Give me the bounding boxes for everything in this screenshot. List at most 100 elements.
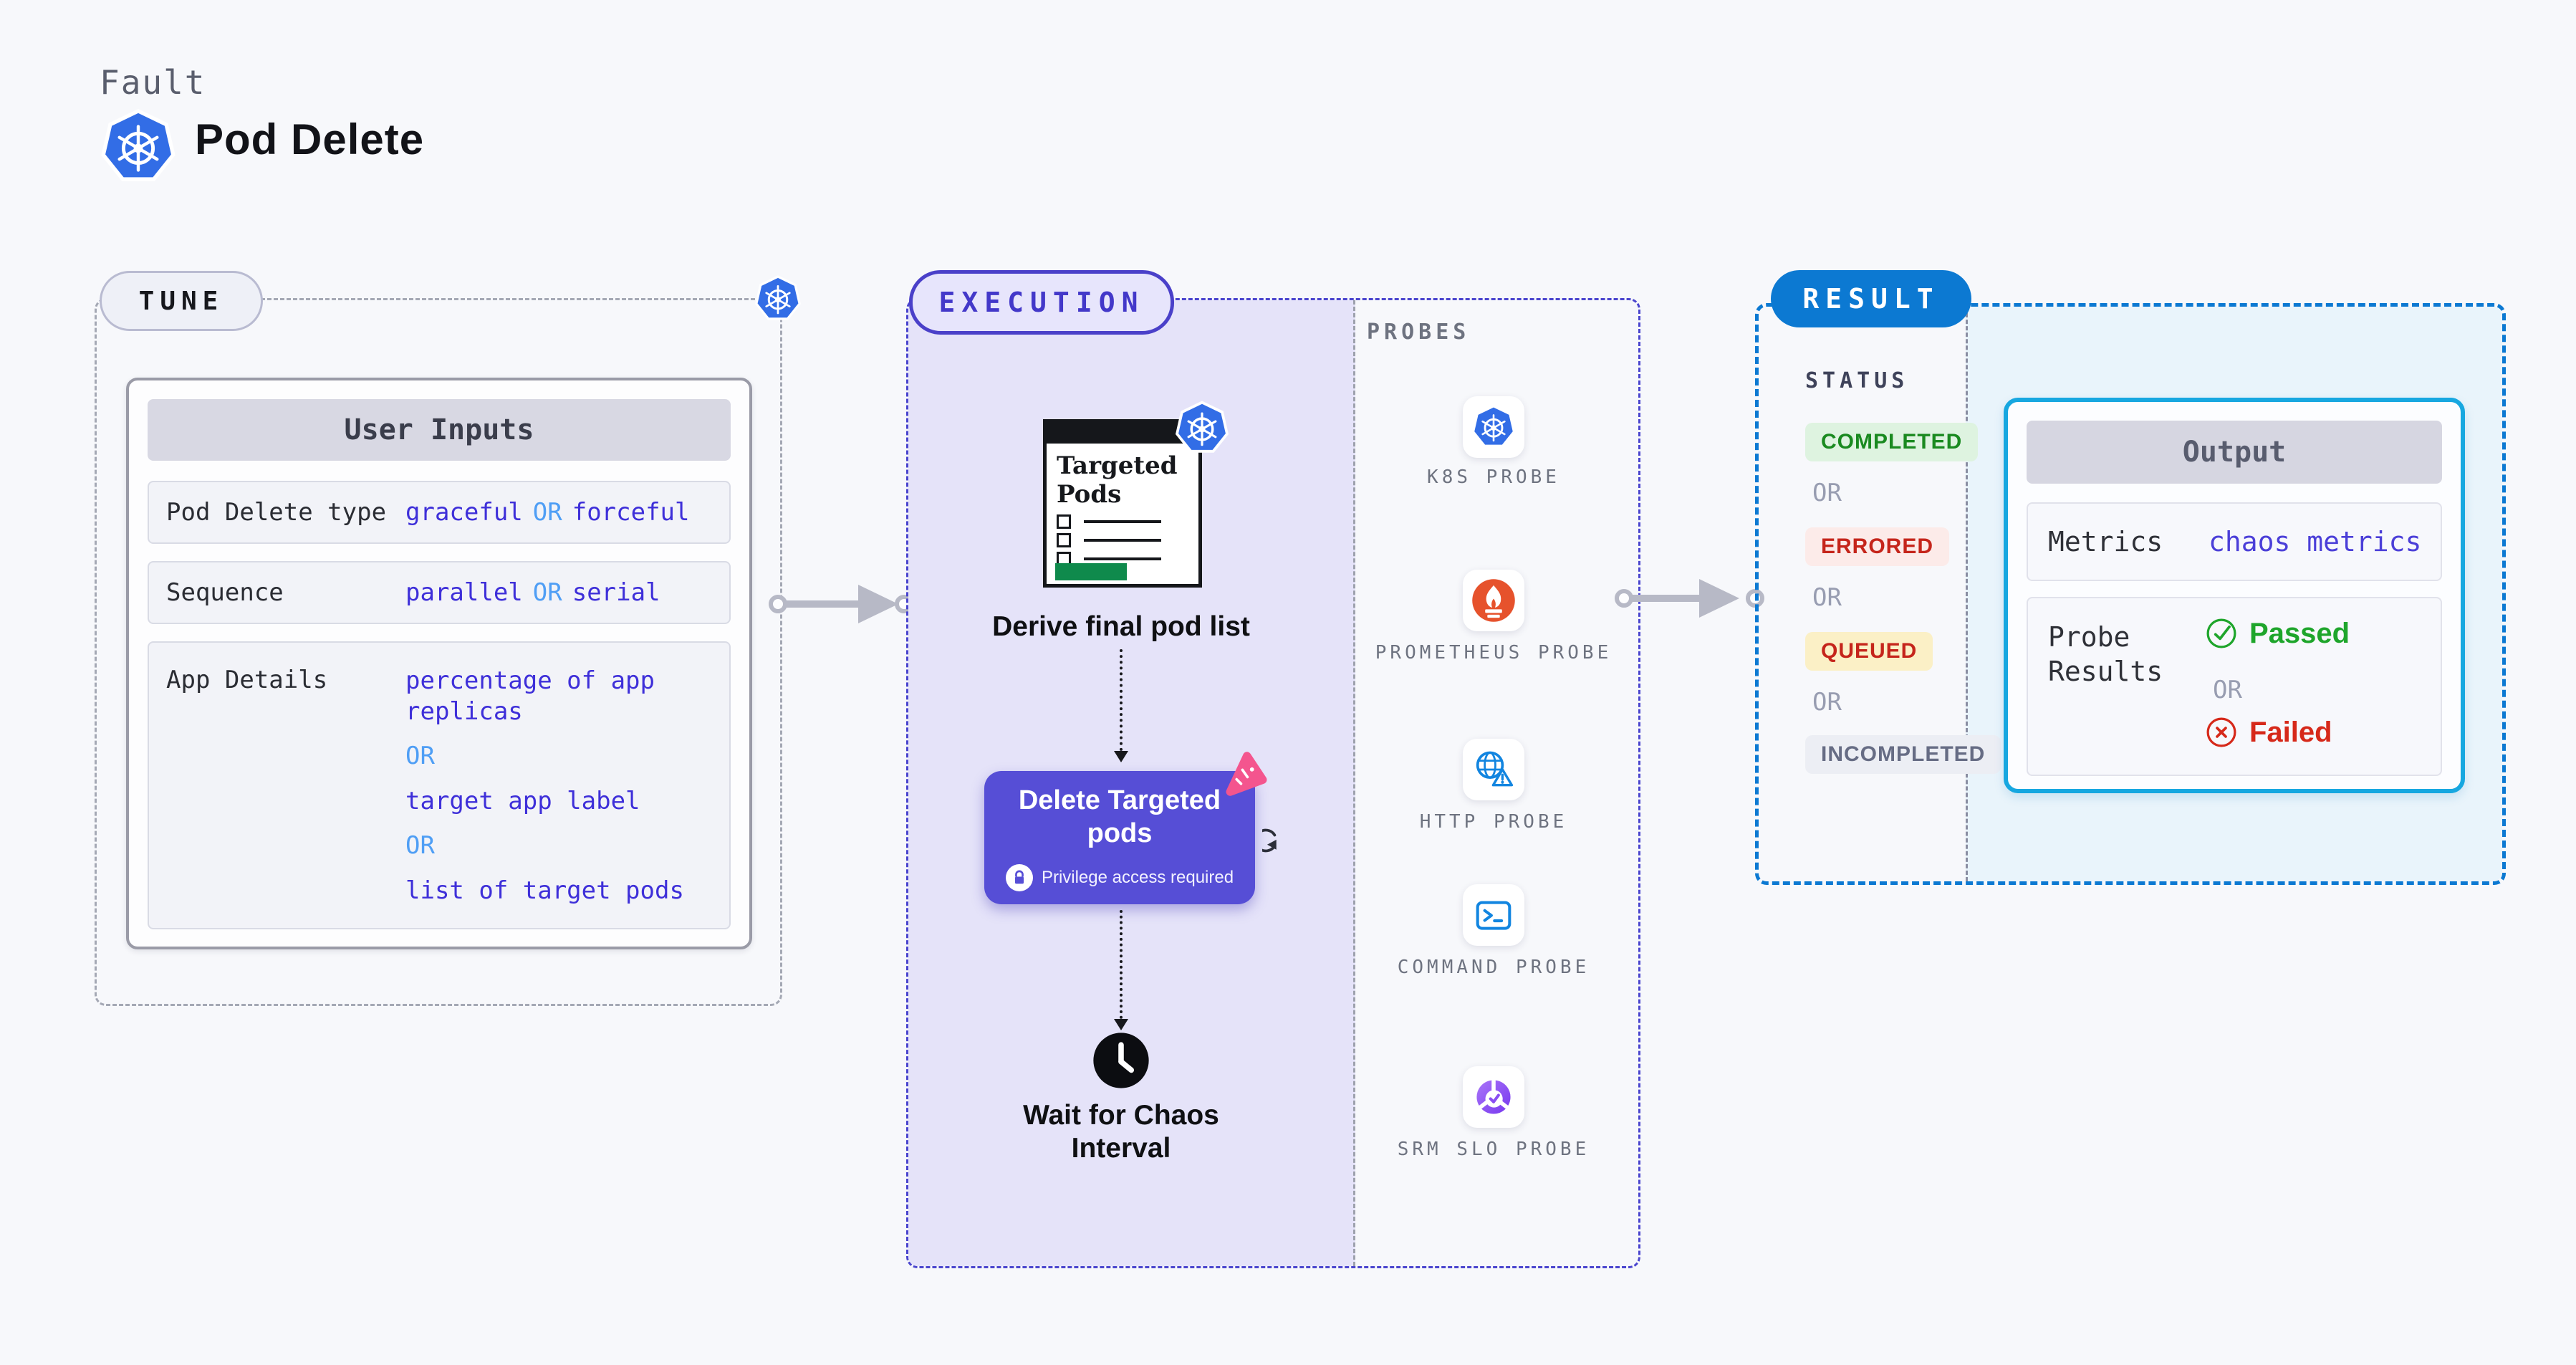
arrowhead-icon (858, 585, 898, 623)
probe-result-failed: Failed (2205, 716, 2332, 749)
output-row-probe-results: Probe Results Passed OR Failed (2027, 597, 2442, 776)
step-derive-pod-list: Derive final pod list (992, 611, 1250, 642)
checkbox-icon (1057, 533, 1071, 547)
probe-label: SRM SLO PROBE (1397, 1139, 1590, 1160)
execution-pill: EXECUTION (909, 270, 1174, 335)
kubernetes-icon (1471, 404, 1516, 450)
page-title: Pod Delete (195, 115, 425, 163)
value-option: list of target pods (405, 876, 684, 905)
clock-icon (1091, 1030, 1151, 1091)
value-option: forceful (572, 498, 690, 527)
card-title-bar (1046, 422, 1199, 444)
probes-title: PROBES (1367, 320, 1471, 345)
status-title: STATUS (1805, 368, 1909, 393)
arrow-line (1631, 595, 1700, 602)
value-option: target app label (405, 786, 640, 815)
or-separator: OR (1812, 688, 1842, 717)
output-row-metrics: Metrics chaos metrics (2027, 502, 2442, 581)
or-separator: OR (405, 831, 435, 860)
result-pill: RESULT (1771, 270, 1971, 327)
flow-connector (1120, 910, 1123, 1019)
probe-label: K8S PROBE (1427, 466, 1560, 488)
targeted-pods-title: Targeted Pods (1057, 451, 1178, 509)
result-pill-label: RESULT (1802, 283, 1940, 315)
value-option: graceful (405, 498, 523, 527)
arrowhead-icon (1699, 579, 1739, 618)
input-row-app-details: App Details percentage of app replicas O… (148, 641, 731, 929)
status-badge-errored: ERRORED (1805, 527, 1950, 566)
row-value: parallel OR serial (405, 562, 660, 623)
user-inputs-header: User Inputs (148, 399, 731, 461)
green-bar (1055, 563, 1127, 580)
output-card: Output Metrics chaos metrics Probe Resul… (2004, 398, 2465, 793)
or-separator: OR (1812, 583, 1842, 612)
row-label: Sequence (166, 578, 284, 607)
status-badge-completed: COMPLETED (1805, 423, 1979, 461)
input-row-sequence: Sequence parallel OR serial (148, 561, 731, 624)
privilege-note-text: Privilege access required (1041, 868, 1234, 887)
or-separator: OR (532, 578, 562, 607)
checkbox-icon (1057, 514, 1071, 529)
arrowhead-icon (1114, 1019, 1128, 1030)
value-option: serial (572, 578, 660, 607)
probe-tile-k8s (1463, 396, 1524, 458)
delete-targeted-pods-node: Delete Targeted pods Privilege access re… (984, 771, 1255, 904)
probe-tile-command (1463, 884, 1524, 946)
probe-label: COMMAND PROBE (1397, 957, 1590, 978)
check-circle-icon (2205, 617, 2238, 650)
probe-tile-http (1463, 739, 1524, 800)
user-inputs-title: User Inputs (344, 413, 534, 446)
row-label: Pod Delete type (166, 498, 387, 527)
tune-pill-label: TUNE (138, 286, 224, 316)
action-title: Delete Targeted pods (1018, 785, 1221, 848)
passed-text: Passed (2249, 617, 2350, 649)
status-badge-queued: QUEUED (1805, 632, 1933, 671)
value-option: percentage of app replicas (405, 666, 655, 726)
probe-label: HTTP PROBE (1419, 811, 1568, 833)
metrics-label: Metrics (2048, 526, 2163, 557)
or-separator: OR (405, 742, 435, 770)
output-title: Output (2182, 436, 2287, 469)
step-wait-chaos-interval: Wait for Chaos Interval (1023, 1100, 1219, 1164)
terminal-icon (1471, 892, 1516, 938)
prometheus-icon (1471, 578, 1516, 623)
or-separator: OR (2213, 676, 2242, 704)
tune-group (95, 298, 782, 1006)
arrow-line (785, 600, 860, 608)
metrics-value: chaos metrics (2209, 526, 2422, 557)
failed-text: Failed (2249, 716, 2332, 748)
globe-alert-icon (1471, 747, 1516, 792)
probe-result-passed: Passed (2205, 617, 2350, 650)
value-option: parallel (405, 578, 523, 607)
kubernetes-icon (754, 274, 802, 323)
input-row-pod-delete-type: Pod Delete type graceful OR forceful (148, 481, 731, 544)
row-value: graceful OR forceful (405, 482, 689, 542)
probe-results-label: Probe Results (2048, 621, 2163, 687)
litmus-chaos-icon (1213, 745, 1273, 805)
user-inputs-card: User Inputs Pod Delete type graceful OR … (126, 378, 752, 949)
lock-icon (1006, 864, 1033, 891)
targeted-pods-card: Targeted Pods (1043, 419, 1202, 588)
status-badge-incompleted: INCOMPLETED (1805, 735, 2001, 774)
action-note: Privilege access required (984, 864, 1255, 891)
or-separator: OR (1812, 479, 1842, 507)
output-header: Output (2027, 421, 2442, 484)
slo-donut-icon (1471, 1074, 1516, 1120)
flow-connector (1120, 649, 1123, 751)
kubernetes-icon (1175, 400, 1229, 456)
or-separator: OR (532, 498, 562, 527)
probe-label: PROMETHEUS PROBE (1375, 642, 1613, 664)
list-line (1084, 520, 1161, 523)
probe-tile-srm-slo (1463, 1066, 1524, 1128)
tune-pill: TUNE (100, 271, 263, 331)
x-circle-icon (2205, 716, 2238, 749)
execution-pill-label: EXECUTION (938, 287, 1145, 318)
list-line (1084, 539, 1161, 542)
arrowhead-icon (1114, 751, 1128, 762)
row-value: percentage of app replicas OR target app… (405, 666, 721, 906)
retry-loop-icon (1262, 820, 1304, 861)
kubernetes-icon (100, 107, 176, 186)
row-label: App Details (166, 666, 328, 694)
fault-kicker: Fault (100, 63, 206, 102)
